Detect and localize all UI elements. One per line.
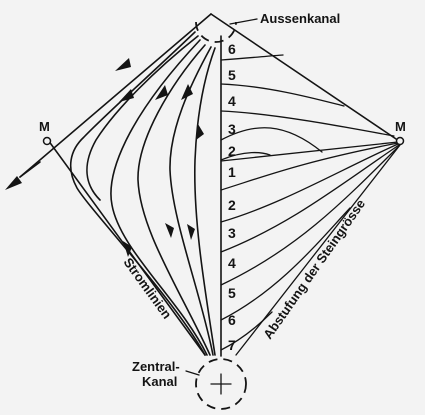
right-m-point [395,136,405,146]
streamline-2 [86,35,199,201]
left-m-point [42,136,52,146]
streamline-3 [110,39,208,356]
right-m-marker: M [395,119,406,146]
upper-left-edge [19,13,212,178]
left-m-label: M [39,119,50,134]
streamline-4 [137,44,211,356]
central-channel-circle [195,358,247,410]
central-channel-leader [185,370,200,376]
grade-upper-4: 4 [228,93,236,109]
outflow-arrowhead [5,176,22,190]
grade-upper-3: 3 [228,121,236,137]
left-m-marker: M [39,119,52,146]
outer-channel-leader [229,18,258,25]
outer-channel-label: Aussenkanal [260,11,340,26]
outflow-line [19,161,41,178]
right-m-label: M [395,119,406,134]
grade-lower-5: 5 [228,285,236,301]
grade-upper-5: 5 [228,67,236,83]
grading-label: Abstufung der Steingrösse [260,196,368,341]
contour-lower-3 [220,143,399,223]
contour-lower-4 [220,144,400,253]
grade-upper-6: 6 [228,41,236,57]
streamline-5 [169,46,214,356]
grade-numbers: 6 5 4 3 2 1 2 3 4 5 6 7 [228,41,236,353]
grading-contours-upper [220,54,399,162]
arrowhead-5 [196,124,204,140]
contour-lower-5 [220,145,400,286]
arrowhead-8 [187,224,195,240]
contour-upper-1 [220,141,399,162]
arrowhead-7 [165,223,174,238]
grade-upper-2: 2 [228,143,236,159]
contour-lower-2 [220,142,399,191]
grade-upper-1: 1 [228,164,236,180]
streamline-6 [193,47,216,356]
grade-lower-3: 3 [228,225,236,241]
outer-channel-arc [195,21,237,43]
arrowhead-2 [119,89,134,102]
central-channel-label-line1: Zentral- [132,359,180,374]
diamond-outline [19,13,403,356]
arrowhead-1 [115,58,131,71]
contour-upper-5 [220,83,345,107]
central-channel-label-line2: Kanal [142,374,177,389]
streamlines-label: Stromlinien [121,255,175,322]
grade-lower-2: 2 [228,197,236,213]
arrowhead-4 [181,84,193,100]
grade-lower-4: 4 [228,255,236,271]
contour-upper-3 [220,127,323,153]
contour-upper-2 [220,151,271,161]
grading-contours-lower [220,142,400,351]
streamline-arrowheads [115,58,204,257]
grade-lower-7: 7 [228,337,236,353]
grade-lower-6: 6 [228,312,236,328]
contour-lower-6 [220,207,351,321]
central-channel-cross [210,373,232,395]
contour-upper-4 [220,110,395,137]
contour-upper-6 [220,54,284,61]
arrowhead-6 [123,241,132,257]
arrowhead-3 [155,85,168,100]
streamline-1 [69,31,206,356]
contour-lower-7 [220,311,273,351]
upper-right-edge [210,13,403,144]
streamlines-group [69,31,216,356]
